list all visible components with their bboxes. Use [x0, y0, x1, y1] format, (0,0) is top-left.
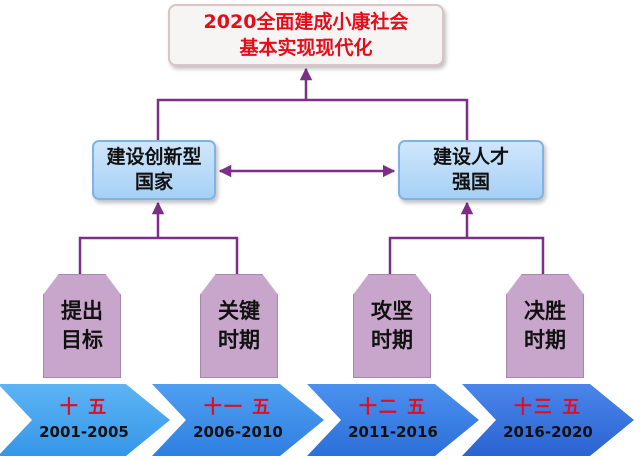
pillar-2-line-1: 建设人才	[432, 146, 509, 168]
stage-1-line-1: 提出	[61, 299, 103, 323]
stage-4-line-1: 决胜	[524, 299, 566, 323]
stage-2-line-1: 关键	[218, 299, 260, 323]
stage-2-line-2: 时期	[218, 328, 260, 352]
connector-pillar2	[306, 98, 469, 140]
connector-stage1	[78, 236, 158, 274]
pillar-innovation-nation: 建设创新型 国家	[92, 140, 216, 200]
period-4-plan: 十三 五	[513, 397, 583, 418]
pillar-1-line-1: 建设创新型	[106, 146, 202, 168]
pillar-1-line-2: 国家	[134, 171, 173, 193]
connector-pillar1	[156, 98, 306, 140]
stage-decisive-period: 决胜 时期	[506, 274, 584, 378]
pillar-talent-nation: 建设人才 强国	[398, 140, 544, 200]
period-2-plan: 十一 五	[203, 397, 273, 418]
stage-1-line-2: 目标	[61, 328, 103, 352]
connector-stage2	[158, 236, 239, 274]
period-3-years: 2011-2016	[348, 423, 438, 441]
stage-3-line-1: 攻坚	[371, 299, 413, 323]
pillar-2-line-2: 强国	[451, 171, 490, 193]
stage-key-period: 关键 时期	[200, 274, 278, 378]
goal-line-2: 基本实现现代化	[239, 37, 373, 59]
connector-stage4	[467, 236, 545, 274]
period-3-plan: 十二 五	[358, 397, 428, 418]
period-4-years: 2016-2020	[503, 423, 593, 441]
period-1-plan: 十 五	[59, 397, 109, 418]
period-2-years: 2006-2010	[193, 423, 283, 441]
goal-box: 2020全面建成小康社会 基本实现现代化	[168, 4, 444, 66]
stage-propose-goal: 提出 目标	[43, 274, 121, 378]
period-1-years: 2001-2005	[39, 423, 129, 441]
connector-stage3	[388, 236, 467, 274]
stage-4-line-2: 时期	[524, 328, 566, 352]
goal-line-1: 2020全面建成小康社会	[203, 11, 409, 33]
stage-tackle-period: 攻坚 时期	[353, 274, 431, 378]
stage-3-line-2: 时期	[371, 328, 413, 352]
